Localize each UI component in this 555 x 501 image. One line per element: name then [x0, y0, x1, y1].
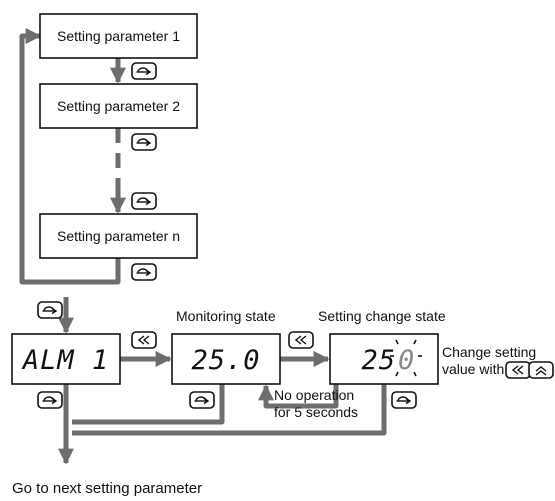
mode-key-icon — [37, 301, 63, 319]
mode-key-icon — [131, 192, 157, 210]
connectors — [19, 27, 387, 465]
blink-indicator-icon — [390, 339, 422, 377]
timeout-return-arrow — [257, 384, 339, 409]
go-to-next-parameter-label: Go to next setting parameter — [12, 480, 202, 497]
mode-key-icon — [131, 263, 157, 281]
shift-left-key-icon — [288, 331, 314, 349]
mode-key-icon — [37, 391, 63, 409]
mode-key-icon — [391, 391, 417, 409]
parameter-box-n: Setting parameter n — [39, 213, 198, 259]
parameter-box-label: Setting parameter 1 — [57, 28, 180, 44]
monitoring-value: 25.0 — [191, 345, 260, 376]
no-operation-label-line2: for 5 seconds — [274, 404, 358, 420]
mode-key-icon — [131, 133, 157, 151]
setting-change-state-label: Setting change state — [318, 308, 446, 324]
no-operation-label-line1: No operation — [274, 387, 354, 403]
parameter-box-label: Setting parameter 2 — [57, 98, 180, 114]
return-line-from-monitoring — [72, 384, 225, 425]
alarm-display: ALM 1 — [11, 333, 121, 385]
parameter-box-label: Setting parameter n — [57, 228, 180, 244]
parameter-box-2: Setting parameter 2 — [39, 83, 198, 129]
change-setting-label-line2: value with — [442, 361, 504, 377]
alarm-display-text: ALM 1 — [21, 345, 109, 376]
parameter-box-1: Setting parameter 1 — [39, 13, 198, 59]
monitoring-display: 25.0 — [171, 333, 281, 385]
blinking-setting-digit: 0 — [398, 345, 415, 376]
change-setting-label-line1: Change setting — [442, 344, 536, 360]
setting-change-display: 25 0 — [329, 333, 439, 385]
mode-key-icon — [131, 62, 157, 80]
shift-left-key-icon — [505, 361, 531, 379]
shift-left-key-icon — [131, 331, 157, 349]
return-line-from-setting — [72, 384, 387, 436]
monitoring-state-label: Monitoring state — [176, 308, 276, 324]
loop-back-arrow — [19, 27, 121, 285]
mode-key-icon — [189, 391, 215, 409]
up-key-icon — [528, 361, 554, 379]
setting-value-prefix: 25 — [361, 345, 396, 376]
